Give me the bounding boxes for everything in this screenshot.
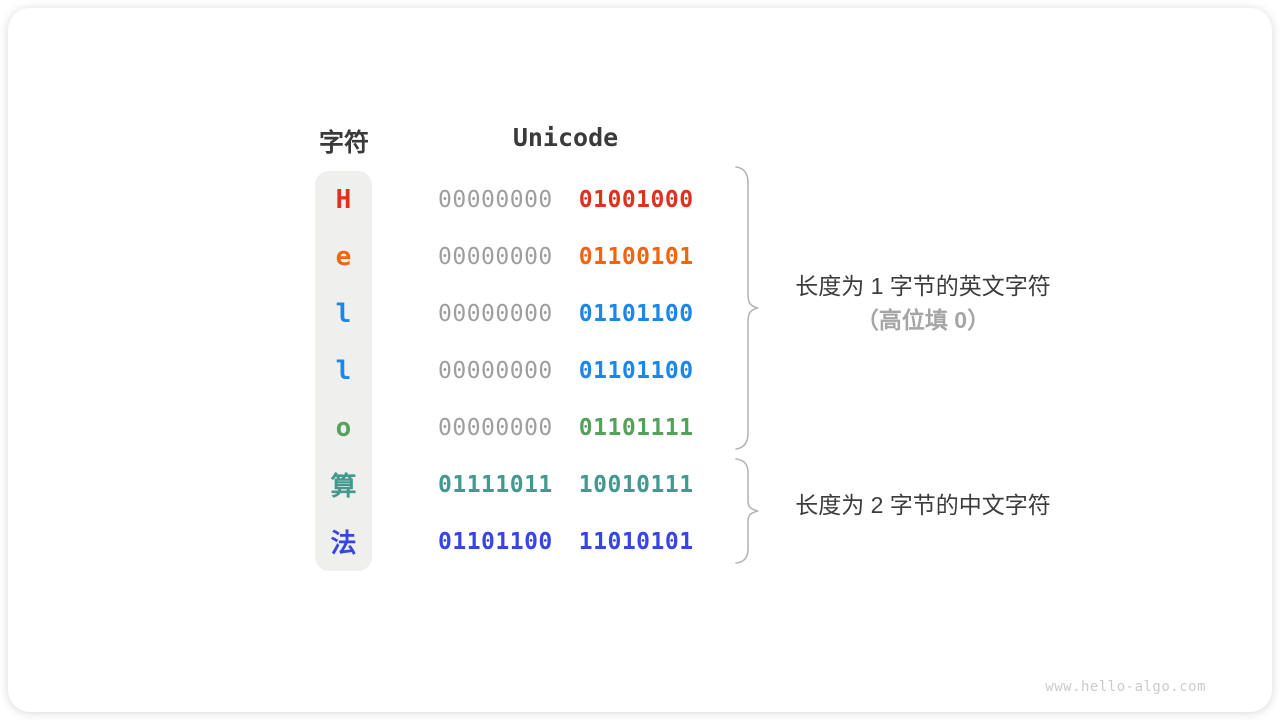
low-byte: 01101100 xyxy=(578,300,694,327)
diagram-card: 字符 Unicode H 00000000 01001000 e 00000000… xyxy=(8,8,1272,712)
unicode-bits: 00000000 01001000 xyxy=(438,187,694,213)
column-header-unicode: Unicode xyxy=(512,123,619,152)
table-row: 法 01101100 11010101 xyxy=(315,513,694,570)
unicode-bits: 00000000 01101100 xyxy=(438,358,694,384)
low-byte: 11010101 xyxy=(578,528,694,555)
unicode-bits: 00000000 01101100 xyxy=(438,301,694,327)
char-cell: e xyxy=(335,241,352,272)
table-row: o 00000000 01101111 xyxy=(315,399,694,456)
high-byte: 00000000 xyxy=(438,243,553,270)
brace-2byte-group xyxy=(734,458,762,564)
high-byte: 01111011 xyxy=(438,471,553,498)
annotation-line: 长度为 2 字节的中文字符 xyxy=(795,492,1051,518)
low-byte: 01100101 xyxy=(578,243,694,270)
watermark: www.hello-algo.com xyxy=(1045,679,1206,695)
unicode-table: H 00000000 01001000 e 00000000 01100101 l … xyxy=(315,171,694,570)
low-byte: 01101111 xyxy=(578,414,694,441)
high-byte: 00000000 xyxy=(438,186,553,213)
high-byte: 00000000 xyxy=(438,300,553,327)
table-row: l 00000000 01101100 xyxy=(315,285,694,342)
char-cell: 算 xyxy=(330,472,357,502)
annotation-line-muted: （高位填 0） xyxy=(855,307,991,333)
char-cell: H xyxy=(335,184,352,215)
table-row: 算 01111011 10010111 xyxy=(315,456,694,513)
high-byte: 01101100 xyxy=(438,528,553,555)
char-cell: 法 xyxy=(330,529,357,559)
unicode-bits: 01101100 11010101 xyxy=(438,529,694,555)
low-byte: 01001000 xyxy=(578,186,694,213)
low-byte: 01101100 xyxy=(578,357,694,384)
low-byte: 10010111 xyxy=(578,471,694,498)
high-byte: 00000000 xyxy=(438,357,553,384)
column-header-char: 字符 xyxy=(318,129,369,157)
high-byte: 00000000 xyxy=(438,414,553,441)
char-cell: o xyxy=(335,412,352,443)
unicode-bits: 00000000 01100101 xyxy=(438,244,694,270)
table-row: l 00000000 01101100 xyxy=(315,342,694,399)
char-column-background xyxy=(315,171,372,571)
unicode-bits: 01111011 10010111 xyxy=(438,472,694,498)
table-row: H 00000000 01001000 xyxy=(315,171,694,228)
annotation-1byte: 长度为 1 字节的英文字符 （高位填 0） xyxy=(776,269,1070,337)
annotation-2byte: 长度为 2 字节的中文字符 xyxy=(776,491,1070,519)
char-cell: l xyxy=(335,298,352,329)
curly-brace-icon xyxy=(735,458,759,564)
table-row: e 00000000 01100101 xyxy=(315,228,694,285)
brace-1byte-group xyxy=(734,166,762,450)
char-cell: l xyxy=(335,355,352,386)
curly-brace-icon xyxy=(735,166,759,450)
annotation-line: 长度为 1 字节的英文字符 xyxy=(795,273,1051,299)
unicode-bits: 00000000 01101111 xyxy=(438,415,694,441)
